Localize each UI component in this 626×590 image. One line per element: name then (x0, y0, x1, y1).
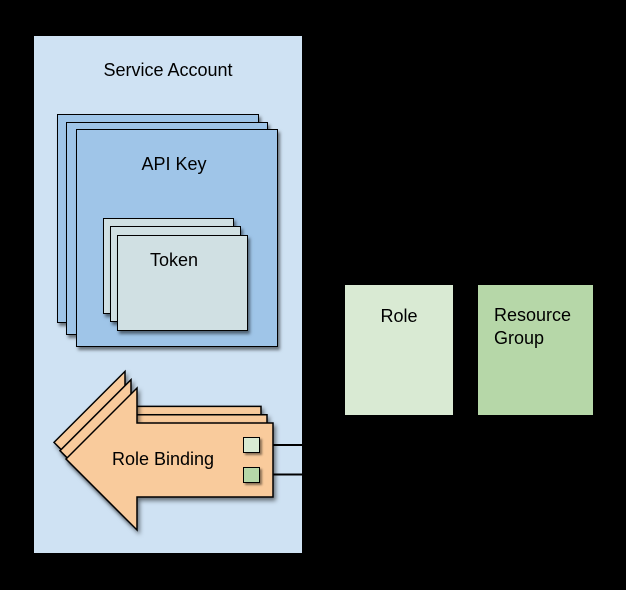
token-label: Token (149, 250, 199, 270)
role-node (345, 285, 453, 415)
service-account-label: Service Account (103, 60, 233, 80)
role-binding-label: Role Binding (111, 449, 215, 469)
role-port-square (243, 437, 260, 453)
token-node (117, 235, 248, 331)
resource-group-label: Resource Group (494, 305, 572, 348)
role-label: Role (380, 306, 418, 326)
resource-group-node (478, 285, 593, 415)
api-key-label: API Key (141, 154, 207, 174)
resource-group-port-square (243, 467, 260, 483)
